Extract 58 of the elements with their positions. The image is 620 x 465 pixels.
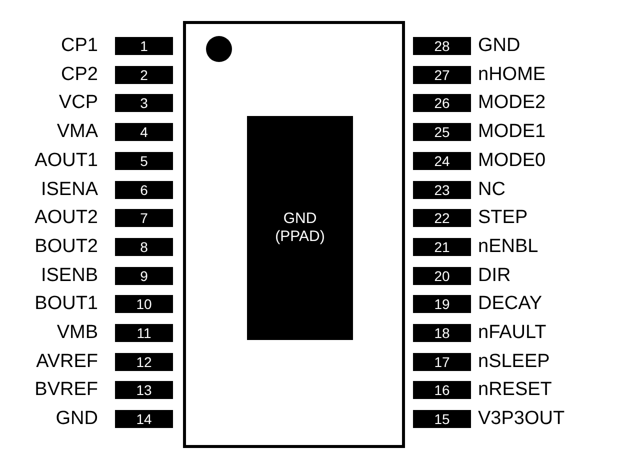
- pin-number: 27: [413, 66, 471, 84]
- pin-number: 5: [115, 152, 173, 170]
- pin-label: NC: [478, 178, 506, 200]
- pin-label: MODE1: [478, 121, 546, 144]
- pin-label: VMA: [56, 121, 98, 144]
- pin-number: 9: [115, 266, 173, 285]
- pin-number: 4: [115, 123, 173, 142]
- pin-number: 11: [115, 324, 173, 342]
- pin-label: AOUT2: [34, 207, 98, 230]
- pin-number: 17: [413, 352, 471, 371]
- pin-label: CP1: [61, 35, 98, 57]
- pin-label: nHOME: [478, 64, 546, 86]
- pin-number: 23: [413, 180, 471, 198]
- pin-number: 7: [115, 209, 173, 228]
- pin-label: MODE0: [478, 150, 546, 172]
- pin-number: 14: [115, 410, 173, 428]
- pin-number: 19: [413, 295, 471, 314]
- pin-number: 20: [413, 266, 471, 285]
- pin-label: CP2: [61, 64, 98, 86]
- pin-label: BOUT2: [34, 236, 98, 258]
- pin-label: BOUT1: [34, 293, 98, 316]
- pin-number: 6: [115, 180, 173, 198]
- pin-number: 10: [115, 295, 173, 314]
- pin-number: 28: [413, 37, 471, 55]
- pin-number: 8: [115, 238, 173, 256]
- pin-label: nSLEEP: [478, 350, 550, 373]
- pin-number: 13: [115, 381, 173, 400]
- pin-label: ISENB: [40, 264, 98, 287]
- pin-label: AVREF: [36, 350, 98, 373]
- pin-label: DECAY: [478, 293, 542, 316]
- pin-label: GND: [56, 408, 98, 430]
- pin-label: nFAULT: [478, 322, 546, 344]
- pin-label: BVREF: [34, 379, 98, 402]
- pin-number: 26: [413, 94, 471, 112]
- pin-label: VCP: [58, 92, 98, 114]
- pin-label: MODE2: [478, 92, 546, 114]
- thermal-pad: GND (PPAD): [247, 116, 353, 340]
- pin-label: nENBL: [478, 236, 538, 258]
- ic-package: [183, 21, 405, 448]
- pin-number: 12: [115, 352, 173, 371]
- pin-number: 16: [413, 381, 471, 400]
- pin-label: GND: [478, 35, 520, 57]
- pin-label: AOUT1: [34, 150, 98, 172]
- pin-label: nRESET: [478, 379, 552, 402]
- pin-number: 1: [115, 37, 173, 55]
- pin-number: 15: [413, 410, 471, 428]
- pin-label: ISENA: [40, 178, 98, 200]
- pin-number: 2: [115, 66, 173, 84]
- pin-label: V3P3OUT: [478, 408, 565, 430]
- pin-number: 24: [413, 152, 471, 170]
- pin-number: 22: [413, 209, 471, 228]
- pin-number: 18: [413, 324, 471, 342]
- pin-label: STEP: [478, 207, 528, 230]
- pin-label: DIR: [478, 264, 511, 287]
- pin-number: 25: [413, 123, 471, 142]
- pin-number: 21: [413, 238, 471, 256]
- pin-label: VMB: [56, 322, 98, 344]
- pin-number: 3: [115, 94, 173, 112]
